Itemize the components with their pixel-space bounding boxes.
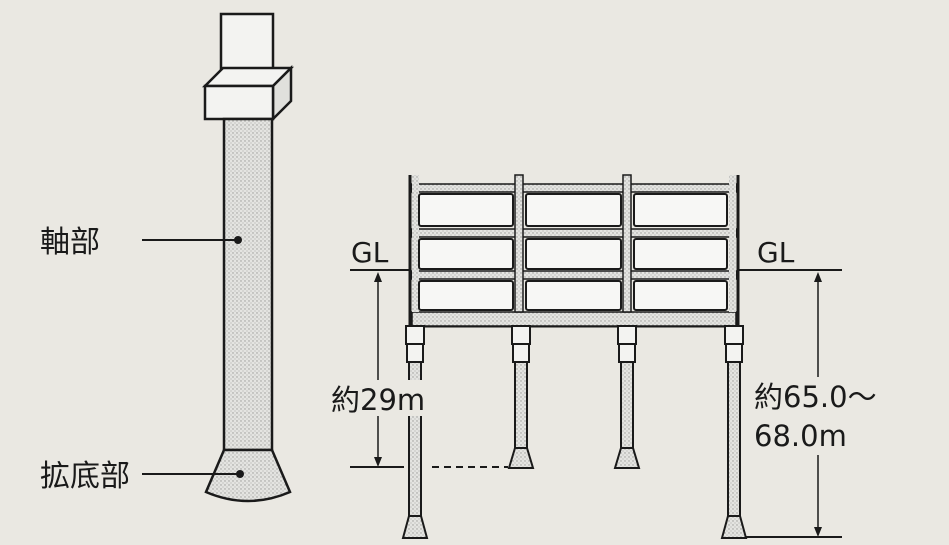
pile-cap xyxy=(201,64,295,123)
depth-indicator-short xyxy=(350,272,508,468)
depth-label-long-line1: 約65.0～ xyxy=(754,380,877,414)
base-leader-dot xyxy=(236,470,244,478)
depth-label-long-bg xyxy=(752,377,922,455)
building-piles xyxy=(401,325,748,539)
building-section: GL GL xyxy=(330,174,922,539)
depth-label-short: 約29m xyxy=(331,383,425,417)
depth-label-short-bg xyxy=(330,380,430,416)
shaft-label: 軸部 xyxy=(40,225,100,260)
pile-enlarged-base xyxy=(204,448,292,503)
gl-label-right: GL xyxy=(757,236,795,269)
base-label: 拡底部 xyxy=(40,459,130,494)
room-panels xyxy=(418,193,728,311)
pile-shaft xyxy=(222,117,274,452)
depth-label-long-line2: 68.0m xyxy=(754,419,847,453)
pile-illustration: 軸部 拡底部 xyxy=(40,12,295,503)
shaft-leader-dot xyxy=(234,236,242,244)
gl-label-left: GL xyxy=(351,236,389,269)
